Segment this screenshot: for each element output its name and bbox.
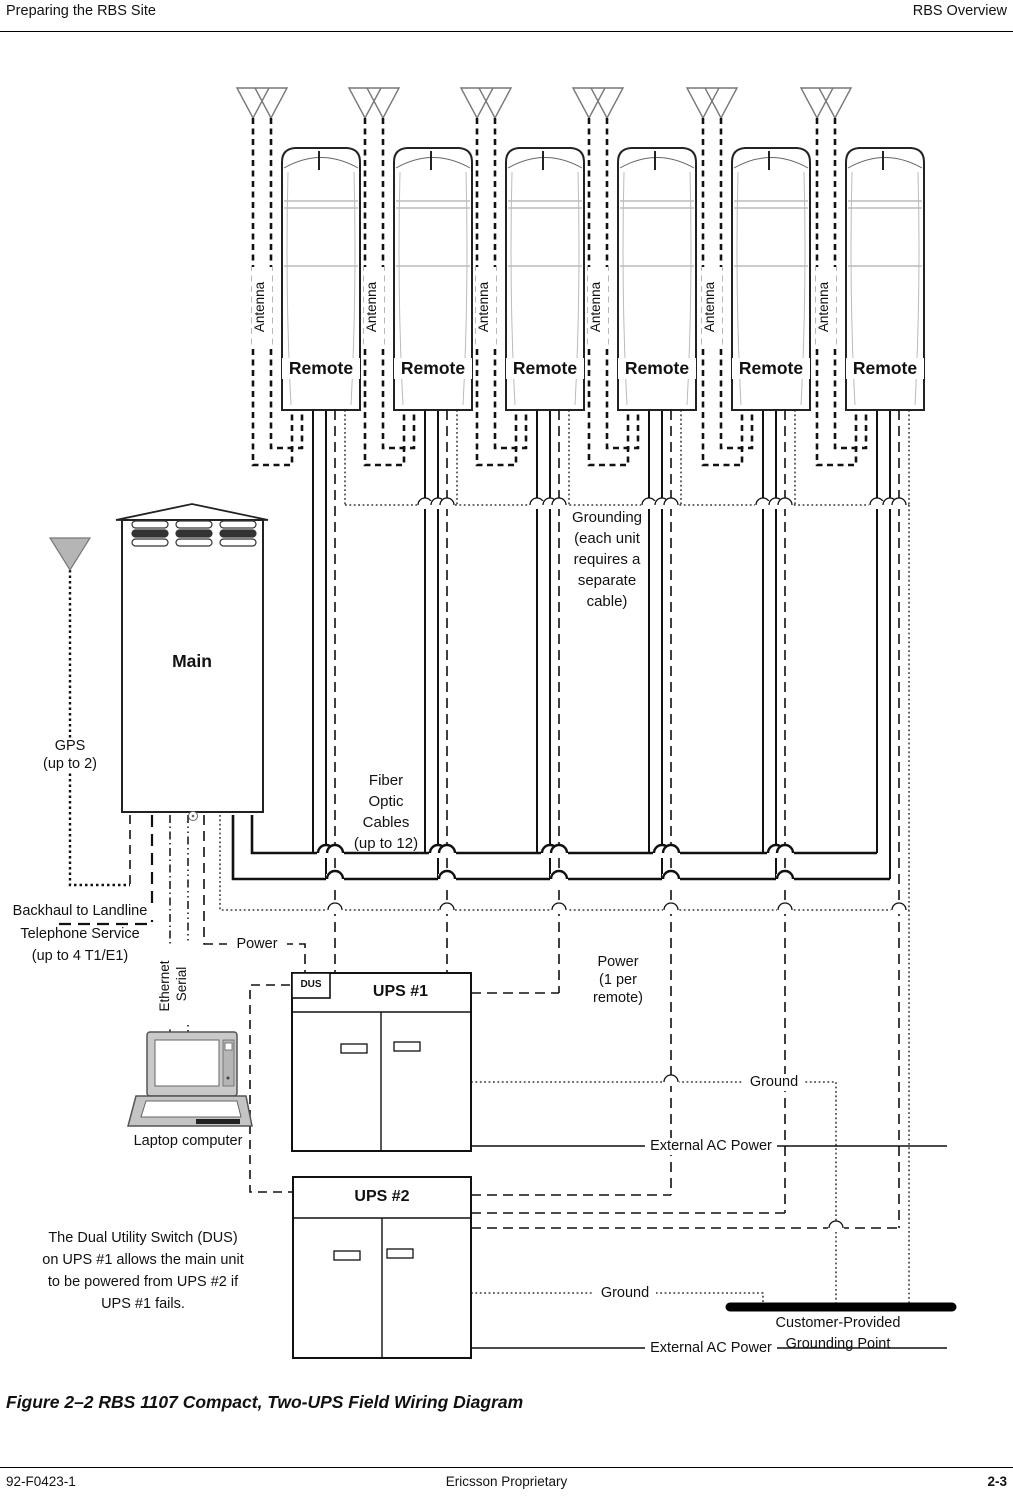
remote-unit-icon: [459, 86, 586, 881]
antenna-label: Antenna: [364, 267, 384, 347]
footer-doc-number: 92-F0423-1: [6, 1474, 76, 1489]
remote-unit-icon: [347, 86, 474, 881]
ground-label-ups1: Ground: [743, 1074, 805, 1092]
remote-label: Remote: [732, 358, 810, 379]
power-remote-note: remote): [577, 990, 659, 1008]
grounding-note: Grounding: [571, 509, 643, 526]
remote-unit-icon: [685, 86, 812, 881]
grounding-note: requires a: [573, 551, 641, 568]
main-label: Main: [172, 651, 212, 671]
footer-page-number: 2-3: [987, 1474, 1007, 1489]
dus-note: The Dual Utility Switch (DUS): [48, 1230, 238, 1246]
grounding-note: (each unit: [574, 530, 640, 547]
fiber-note: Optic: [368, 793, 404, 810]
grounding-point-label: Grounding Point: [785, 1336, 891, 1352]
header-right: RBS Overview: [912, 3, 1007, 19]
gps-cable: [68, 570, 130, 887]
ups1-icon: [291, 972, 472, 1152]
antenna-label: Antenna: [476, 267, 496, 347]
backhaul-note: (up to 4 T1/E1): [4, 948, 156, 966]
footer-center: Ericsson Proprietary: [445, 1474, 568, 1489]
ups2-icon: [292, 1176, 472, 1359]
header-left: Preparing the RBS Site: [6, 3, 156, 19]
backhaul-note: Backhaul to Landline: [4, 903, 156, 921]
dus-note: on UPS #1 allows the main unit: [42, 1252, 244, 1268]
fiber-note: Fiber: [368, 772, 404, 789]
remote-label: Remote: [506, 358, 584, 379]
laptop-icon: [127, 1031, 253, 1127]
ups2-label: UPS #2: [354, 1188, 410, 1205]
grounding-point-label: Customer-Provided: [775, 1315, 901, 1331]
ups-link-cable: [249, 984, 293, 1193]
serial-label: Serial: [174, 944, 194, 1024]
fiber-note: Cables: [362, 814, 410, 831]
power-remote-note: (1 per: [577, 972, 659, 990]
grounding-note: cable): [586, 593, 628, 610]
figure-caption: Figure 2–2 RBS 1107 Compact, Two-UPS Fie…: [6, 1392, 524, 1412]
external-ac-label-ups2: External AC Power: [645, 1340, 777, 1358]
dus-note: to be powered from UPS #2 if: [47, 1274, 239, 1290]
remote-unit-icon: [799, 86, 926, 881]
main-unit-icon: [115, 503, 269, 821]
backhaul-note: Telephone Service: [4, 926, 156, 944]
remote-unit-icon: [571, 86, 698, 881]
laptop-label: Laptop computer: [133, 1133, 243, 1149]
remote-label: Remote: [394, 358, 472, 379]
gps-label: (up to 2): [25, 756, 115, 774]
power-remote-note: Power: [577, 954, 659, 972]
dus-label: DUS: [300, 979, 322, 990]
gps-antenna-icon: [48, 537, 92, 572]
gps-label: GPS: [25, 738, 115, 756]
antenna-label: Antenna: [588, 267, 608, 347]
antenna-label: Antenna: [252, 267, 272, 347]
dus-note: UPS #1 fails.: [101, 1296, 185, 1312]
remote-label: Remote: [846, 358, 924, 379]
ups1-label: UPS #1: [372, 983, 429, 1000]
power-label: Power: [227, 936, 287, 954]
ground-label-ups2: Ground: [594, 1285, 656, 1303]
footer-rule: [0, 1467, 1013, 1468]
antenna-label: Antenna: [702, 267, 722, 347]
remote-label: Remote: [618, 358, 696, 379]
external-ac-label-ups1: External AC Power: [645, 1138, 777, 1156]
antenna-label: Antenna: [816, 267, 836, 347]
backhaul-cable: [57, 815, 154, 926]
remote-label: Remote: [282, 358, 360, 379]
header-rule: [0, 31, 1013, 32]
fiber-note: (up to 12): [353, 835, 419, 852]
grounding-note: separate: [577, 572, 637, 589]
